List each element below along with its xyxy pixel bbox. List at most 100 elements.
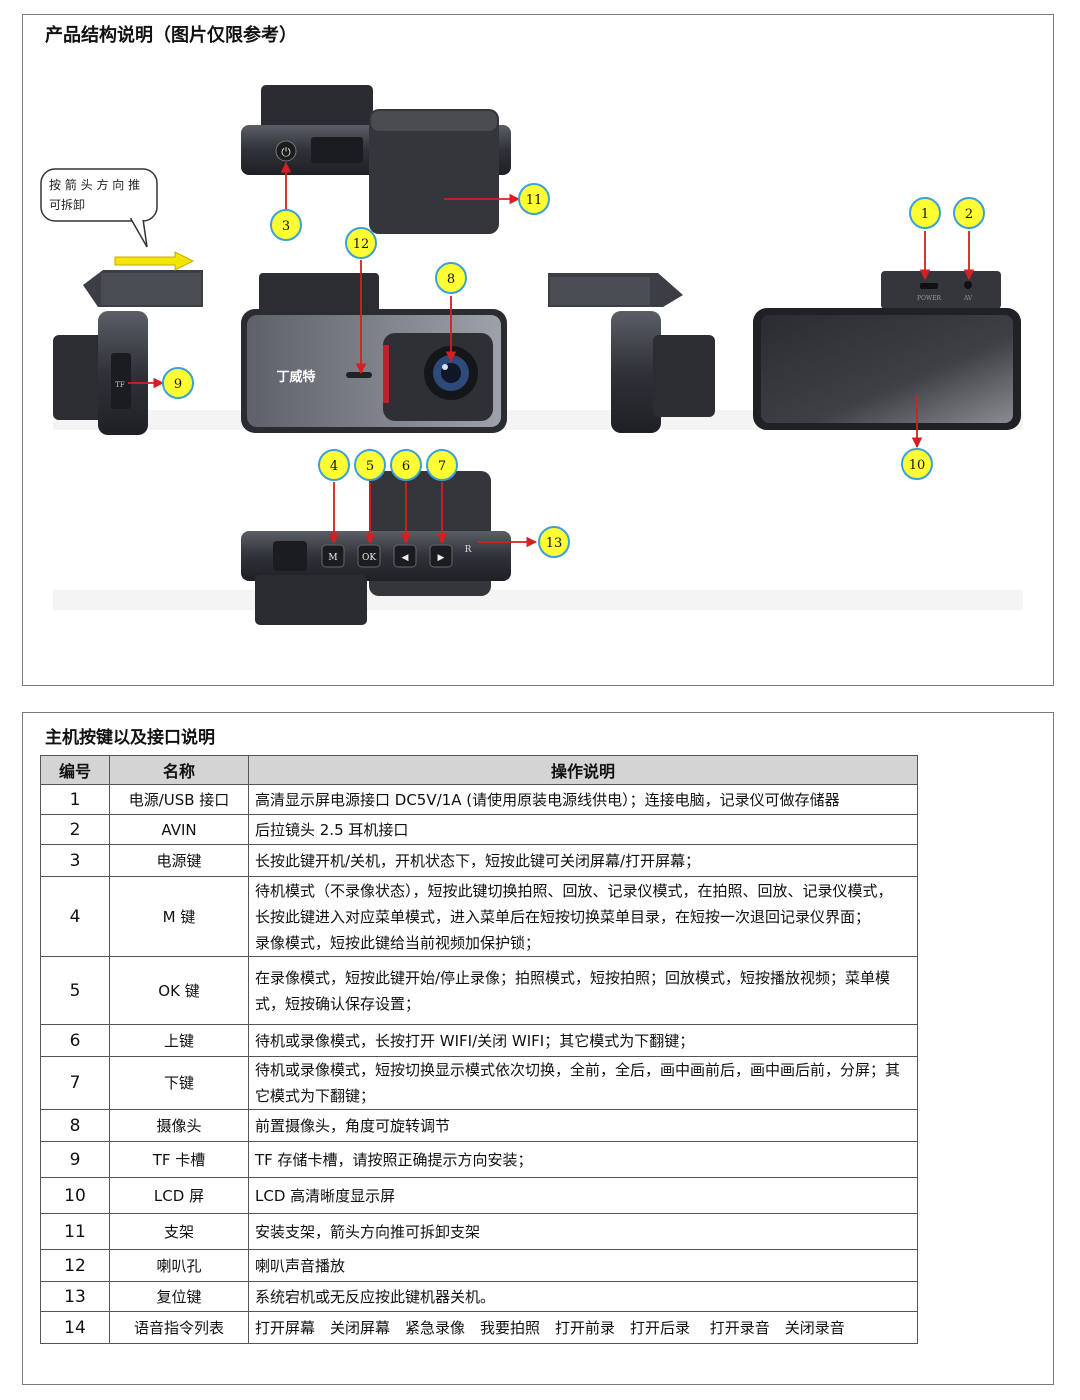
callout-3: 3 xyxy=(282,219,290,234)
row-name: 支架 xyxy=(109,1213,249,1250)
row-name: 摄像头 xyxy=(109,1109,249,1142)
callout-9: 9 xyxy=(174,377,182,392)
row-number: 12 xyxy=(40,1249,110,1282)
device-bottom-view: M OK ◀ ▶ R xyxy=(241,471,511,625)
push-arrow-icon xyxy=(114,251,195,271)
lcd-screen xyxy=(761,315,1013,423)
row-name: LCD 屏 xyxy=(109,1177,249,1214)
row-description: 待机或录像模式，长按打开 WIFI/关闭 WIFI；其它模式为下翻键； xyxy=(248,1024,918,1057)
row-name: 电源键 xyxy=(109,844,249,877)
row-number: 4 xyxy=(40,876,110,957)
row-number: 10 xyxy=(40,1177,110,1214)
structure-panel: 产品结构说明（图片仅限参考） ⏻ xyxy=(22,14,1054,686)
row-description: 喇叭声音播放 xyxy=(248,1249,918,1282)
structure-title: 产品结构说明（图片仅限参考） xyxy=(45,25,297,46)
device-top-view: ⏻ xyxy=(241,85,511,234)
svg-text:POWER: POWER xyxy=(917,295,942,302)
row-number: 8 xyxy=(40,1109,110,1142)
description-line: 长按此键开机/关机，开机状态下，短按此键可关闭屏幕/打开屏幕； xyxy=(255,851,701,870)
description-line: 系统宕机或无反应按此键机器关机。 xyxy=(255,1287,496,1306)
row-name: 下键 xyxy=(109,1056,249,1110)
description-line: LCD 高清晰度显示屏 xyxy=(255,1186,396,1205)
description-line: 在录像模式，短按此键开始/停止录像；拍照模式，短按拍照；回放模式，短按播放视频；… xyxy=(255,968,891,987)
description-line: 录像模式，短按此键给当前视频加保护锁； xyxy=(255,933,541,952)
row-description: 系统宕机或无反应按此键机器关机。 xyxy=(248,1281,918,1312)
row-description: 打开屏幕 关闭屏幕 紧急录像 我要拍照 打开前录 打开后录 打开录音 关闭录音 xyxy=(248,1311,918,1344)
up-button-label: ◀ xyxy=(402,553,409,563)
row-description: 高清显示屏电源接口 DC5V/1A (请使用原装电源线供电）；连接电脑，记录仪可… xyxy=(248,784,918,815)
row-description: TF 存储卡槽，请按照正确提示方向安装； xyxy=(248,1141,918,1178)
svg-text:AV: AV xyxy=(963,295,973,302)
spec-title: 主机按键以及接口说明 xyxy=(45,728,215,748)
callout-12: 12 xyxy=(353,237,370,252)
row-description: 待机模式（不录像状态），短按此键切换拍照、回放、记录仪模式，在拍照、回放、记录仪… xyxy=(248,876,918,957)
detach-note: 按 箭 头 方 向 推 可拆卸 xyxy=(40,168,195,271)
row-name: AVIN xyxy=(109,814,249,845)
svg-text:TF: TF xyxy=(115,381,125,389)
row-name: 复位键 xyxy=(109,1281,249,1312)
row-number: 5 xyxy=(40,956,110,1025)
description-line: 高清显示屏电源接口 DC5V/1A (请使用原装电源线供电）；连接电脑，记录仪可… xyxy=(255,790,840,809)
callout-2: 2 xyxy=(965,207,973,222)
detach-note-line2: 可拆卸 xyxy=(49,197,85,212)
row-number: 2 xyxy=(40,814,110,845)
product-diagram: ⏻ TF 丁威特 xyxy=(40,85,1023,625)
description-line: 打开屏幕 关闭屏幕 紧急录像 我要拍照 打开前录 打开后录 打开录音 关闭录音 xyxy=(255,1318,845,1337)
description-line: 安装支架，箭头方向推可拆卸支架 xyxy=(255,1222,481,1241)
description-line: 待机模式（不录像状态），短按此键切换拍照、回放、记录仪模式，在拍照、回放、记录仪… xyxy=(255,881,893,900)
header-no: 编号 xyxy=(40,755,110,785)
callout-4: 4 xyxy=(330,459,338,474)
callout-7: 7 xyxy=(438,459,446,474)
reset-label: R xyxy=(465,545,472,555)
description-line: 待机或录像模式，长按打开 WIFI/关闭 WIFI；其它模式为下翻键； xyxy=(255,1031,695,1050)
callout-8: 8 xyxy=(447,272,455,287)
row-name: 上键 xyxy=(109,1024,249,1057)
row-number: 9 xyxy=(40,1141,110,1178)
device-left-side-view: TF xyxy=(53,270,203,435)
row-name: OK 键 xyxy=(109,956,249,1025)
description-line: 前置摄像头，角度可旋转调节 xyxy=(255,1116,451,1135)
callout-5: 5 xyxy=(366,459,374,474)
description-line: TF 存储卡槽，请按照正确提示方向安装； xyxy=(255,1150,533,1169)
row-number: 11 xyxy=(40,1213,110,1250)
row-description: 后拉镜头 2.5 耳机接口 xyxy=(248,814,918,845)
row-description: 待机或录像模式，短按切换显示模式依次切换，全前，全后，画中画前后，画中画后前，分… xyxy=(248,1056,918,1110)
row-number: 14 xyxy=(40,1311,110,1344)
row-description: 在录像模式，短按此键开始/停止录像；拍照模式，短按拍照；回放模式，短按播放视频；… xyxy=(248,956,918,1025)
spec-header-row: 编号 名称 操作说明 xyxy=(40,755,918,785)
description-line: 式，短按确认保存设置； xyxy=(255,994,421,1013)
callout-1: 1 xyxy=(921,207,929,222)
callout-11: 11 xyxy=(526,193,543,208)
description-line: 长按此键进入对应菜单模式，进入菜单后在短按切换菜单目录，在短按一次退回记录仪界面… xyxy=(255,907,871,926)
row-name: 语音指令列表 xyxy=(109,1311,249,1344)
row-number: 6 xyxy=(40,1024,110,1057)
row-name: 喇叭孔 xyxy=(109,1249,249,1282)
button-row: M OK ◀ ▶ R xyxy=(321,544,472,568)
power-button-icon xyxy=(275,140,297,162)
row-name: TF 卡槽 xyxy=(109,1141,249,1178)
row-number: 13 xyxy=(40,1281,110,1312)
device-right-side-view xyxy=(548,273,715,433)
device-front-view: 丁威特 xyxy=(241,273,507,433)
device-back-view: POWER AV xyxy=(753,271,1021,430)
row-description: 前置摄像头，角度可旋转调节 xyxy=(248,1109,918,1142)
row-number: 3 xyxy=(40,844,110,877)
detach-note-line1: 按 箭 头 方 向 推 xyxy=(49,177,140,192)
m-button-label: M xyxy=(328,553,337,563)
description-line: 待机或录像模式，短按切换显示模式依次切换，全前，全后，画中画前后，画中画后前，分… xyxy=(255,1061,901,1079)
row-number: 7 xyxy=(40,1056,110,1110)
row-description: 安装支架，箭头方向推可拆卸支架 xyxy=(248,1213,918,1250)
row-description: 长按此键开机/关机，开机状态下，短按此键可关闭屏幕/打开屏幕； xyxy=(248,844,918,877)
